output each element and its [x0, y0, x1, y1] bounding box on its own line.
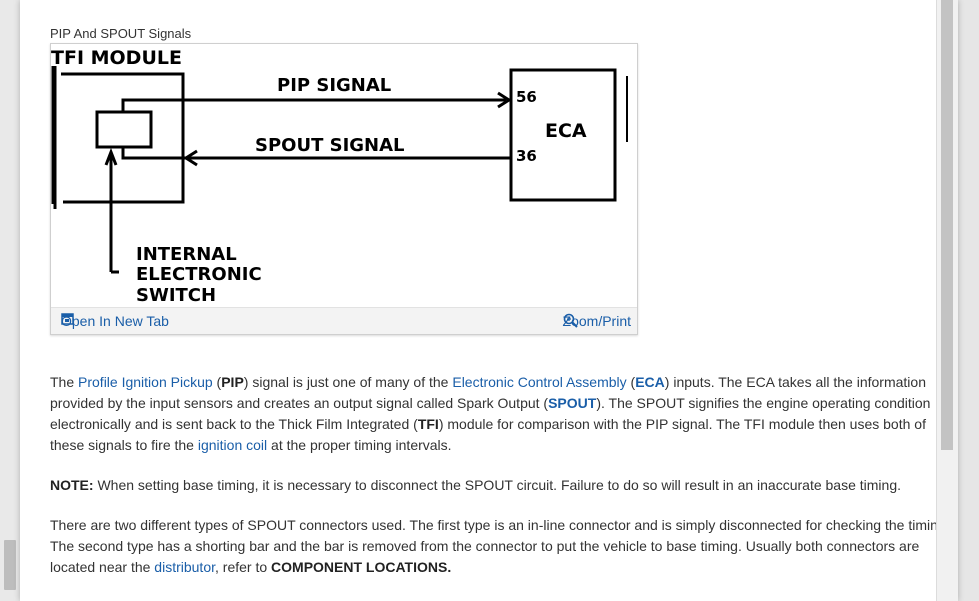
component-locations-ref: COMPONENT LOCATIONS.: [271, 559, 452, 575]
abbr-spout: SPOUT: [548, 395, 597, 411]
link-electronic-control-assembly[interactable]: Electronic Control Assembly: [452, 374, 627, 390]
switch-leader-arrow: [104, 147, 118, 166]
figure-toolbar: Open In New Tab Zoom/Print: [51, 307, 637, 334]
open-in-new-tab-label: Open In New Tab: [61, 313, 169, 329]
link-profile-ignition-pickup[interactable]: Profile Ignition Pickup: [78, 374, 213, 390]
paragraph-note: NOTE: When setting base timing, it is ne…: [50, 475, 950, 496]
text: The: [50, 374, 79, 390]
link-distributor[interactable]: distributor: [154, 559, 215, 575]
paragraph-pip-signal: The Profile Ignition Pickup (PIP) signal…: [50, 372, 950, 456]
ignition-diagram: TFI MODULE PIP SIGNAL SPOUT SIGNAL ECA 5…: [51, 47, 628, 306]
figure-container: TFI MODULE PIP SIGNAL SPOUT SIGNAL ECA 5…: [50, 43, 638, 335]
left-scrollbar-thumb[interactable]: [4, 540, 16, 590]
eca-box: [509, 68, 617, 202]
text: ) inputs. The ECA takes all the informat…: [50, 374, 926, 411]
article-content: The Profile Ignition Pickup (PIP) signal…: [50, 372, 950, 597]
text: There are two different types of SPOUT c…: [50, 517, 950, 575]
right-scrollbar-thumb[interactable]: [941, 0, 953, 450]
switch-box: [95, 110, 153, 149]
text: (: [626, 374, 636, 390]
right-scrollbar[interactable]: [936, 0, 958, 601]
article-page: PIP And SPOUT Signals: [20, 0, 958, 601]
text: , refer to: [215, 559, 272, 575]
pip-wire: [121, 98, 506, 112]
switch-label-line3: SWITCH: [136, 285, 216, 306]
switch-label-line1: INTERNAL: [136, 244, 237, 265]
text: ). The SPOUT signifies the engine operat…: [50, 395, 931, 432]
zoom-print-link[interactable]: Zoom/Print: [563, 313, 631, 329]
zoom-icon: [563, 313, 578, 328]
paragraph-spout-connectors: There are two different types of SPOUT c…: [50, 515, 950, 578]
eca-label: ECA: [545, 120, 587, 142]
spout-signal-label: SPOUT SIGNAL: [255, 135, 405, 156]
text: ) signal is just one of many of the: [243, 374, 453, 390]
spout-wire: [121, 147, 511, 160]
text: ) module for comparison with the PIP sig…: [50, 416, 926, 453]
pip-signal-label: PIP SIGNAL: [277, 75, 391, 96]
text: (: [212, 374, 222, 390]
open-tab-icon: [61, 313, 74, 325]
abbr-tfi: TFI: [417, 416, 439, 432]
module-label: TFI MODULE: [51, 47, 182, 69]
figure-title: PIP And SPOUT Signals: [50, 26, 192, 41]
pip-arrowhead: [497, 91, 512, 109]
module-border-outer: [61, 72, 185, 204]
left-scrollbar[interactable]: [0, 0, 20, 601]
pin-36-label: 36: [516, 147, 537, 165]
note-label: NOTE:: [50, 477, 94, 493]
open-in-new-tab-link[interactable]: Open In New Tab: [61, 313, 169, 329]
abbr-eca: ECA: [635, 374, 665, 390]
note-text: When setting base timing, it is necessar…: [93, 477, 902, 493]
spout-arrowhead: [183, 149, 198, 167]
switch-label-line2: ELECTRONIC: [136, 264, 262, 285]
abbr-pip: PIP: [221, 374, 244, 390]
zoom-print-label: Zoom/Print: [562, 313, 631, 329]
text: at the proper timing intervals.: [267, 437, 452, 453]
pin-56-label: 56: [516, 88, 537, 106]
link-ignition-coil[interactable]: ignition coil: [197, 437, 268, 453]
